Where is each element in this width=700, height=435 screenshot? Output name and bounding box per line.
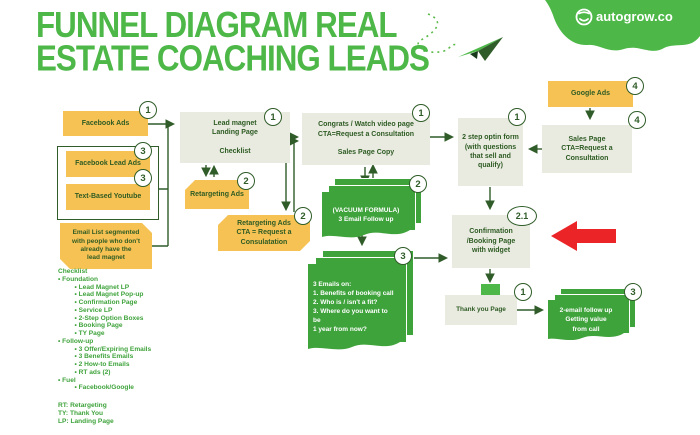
checklist-text: Checklist • Foundation • Lead Magnet LP … (58, 268, 152, 392)
node-thank-you-label: Thank you Page (456, 305, 506, 313)
node-two-email-followup: 2-email follow up Getting value from cal… (548, 288, 638, 342)
stack-page-front: 3 Emails on: 1. Benefits of booking call… (308, 264, 400, 350)
node-facebook-ads: Facebook Ads (63, 111, 148, 136)
node-two-step-optin-label: 2 step optin form (with questions that s… (462, 134, 519, 170)
step-badge: 1 (264, 108, 282, 126)
step-badge: 2 (409, 175, 427, 193)
red-pointer-arrow (551, 221, 616, 251)
node-retargeting-ads-label: Retargeting Ads (190, 190, 244, 198)
node-sales-page-label: Sales Page CTA=Request a Consultation (561, 135, 613, 162)
node-google-ads-label: Google Ads (570, 90, 611, 98)
step-badge: 3 (134, 142, 152, 160)
node-thank-you-page: Thank you Page (445, 295, 517, 325)
step-badge: 3 (134, 169, 152, 187)
node-text-based-youtube-label: Text-Based Youtube (74, 193, 142, 201)
step-badge: 1 (508, 108, 526, 126)
step-badge: 3 (394, 247, 412, 265)
autogrow-logo-icon (575, 8, 593, 26)
node-facebook-lead-ads-label: Facebook Lead Ads (75, 160, 141, 168)
brand-blob (545, 0, 700, 51)
stack-page-front: 2-email follow up Getting value from cal… (548, 300, 624, 340)
node-two-step-optin-form: 2 step optin form (with questions that s… (458, 118, 523, 186)
node-lead-magnet-label: Lead magnet Landing Page Checklist (212, 119, 258, 155)
node-email-list: Email List segmented with people who don… (60, 223, 152, 269)
node-three-emails-label: 3 Emails on: 1. Benefits of booking call… (313, 280, 394, 334)
step-badge: 4 (628, 111, 646, 129)
node-confirmation-label: Confirmation /Booking Page with widget (466, 228, 516, 255)
step-badge: 4 (626, 77, 644, 95)
step-badge: 2 (294, 207, 312, 225)
paper-plane-icon (458, 37, 503, 61)
node-sales-page: Sales Page CTA=Request a Consultation (542, 125, 632, 173)
node-vacuum-formula-label: (VACUUM FORMULA) 3 Email Follow up (332, 206, 400, 223)
node-congrats-watch-video: Congrats / Watch video page CTA=Request … (302, 113, 430, 165)
stack-page-front: (VACUUM FORMULA) 3 Email Follow up (322, 192, 410, 238)
node-email-list-label: Email List segmented with people who don… (72, 229, 140, 262)
step-badge: 1 (514, 283, 532, 301)
step-badge: 2.1 (507, 206, 537, 226)
node-vacuum-formula-emails: (VACUUM FORMULA) 3 Email Follow up (322, 178, 424, 240)
step-badge: 3 (624, 283, 642, 301)
node-facebook-ads-label: Facebook Ads (81, 119, 130, 127)
page-title-line1: FUNNEL DIAGRAM REAL (36, 4, 398, 45)
step-badge: 1 (139, 101, 157, 119)
node-three-emails: 3 Emails on: 1. Benefits of booking call… (308, 250, 416, 352)
dashed-swirl (417, 13, 459, 53)
flow-arrows (148, 108, 595, 315)
source-group-border (57, 146, 159, 220)
node-retargeting-ads-cta-label: Retargeting Ads CTA = Request a Consulat… (236, 219, 292, 246)
page-title-line2: ESTATE COACHING LEADS (36, 38, 430, 79)
node-google-ads: Google Ads (548, 81, 633, 107)
node-two-email-followup-label: 2-email follow up Getting value from cal… (559, 307, 613, 333)
page-title: FUNNEL DIAGRAM REAL ESTATE COACHING LEAD… (36, 4, 430, 79)
step-badge: 1 (412, 104, 430, 122)
step-badge: 2 (237, 172, 255, 190)
legend-text: RT: Retargeting TY: Thank You LP: Landin… (58, 402, 114, 426)
node-congrats-label: Congrats / Watch video page CTA=Request … (317, 121, 415, 157)
brand-name: autogrow.co (596, 9, 673, 24)
node-text-based-youtube: Text-Based Youtube (66, 184, 150, 210)
